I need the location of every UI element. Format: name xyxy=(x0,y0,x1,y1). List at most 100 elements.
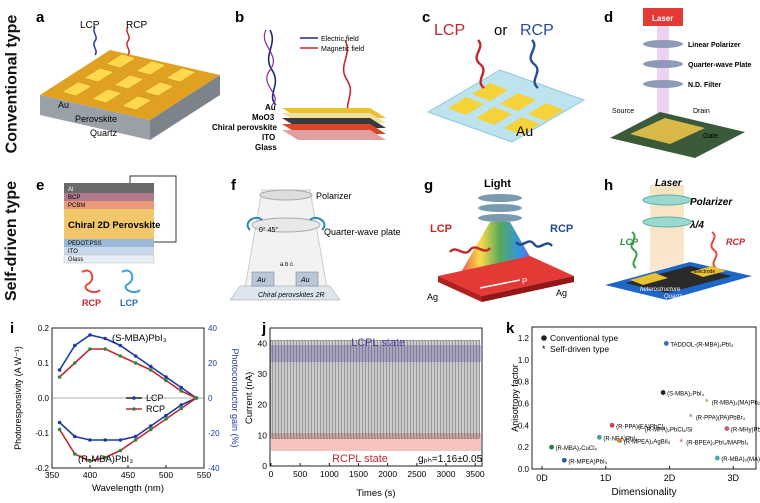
polarizer-h xyxy=(642,194,692,206)
label-p: P xyxy=(522,277,527,286)
data-point xyxy=(73,343,77,348)
layer-label-ito: ITO xyxy=(262,133,275,142)
lcp-spiral-e xyxy=(121,269,141,294)
label-polarizer-h: Polarizer xyxy=(690,197,733,208)
data-point xyxy=(103,438,107,442)
panel-letter-c: c xyxy=(422,9,430,26)
scatter-point: * xyxy=(705,397,709,408)
panel-e: e Al BCP PCBM Chiral 2D Perovskite PEDOT… xyxy=(36,175,177,308)
data-point xyxy=(179,385,183,390)
label-pedot: PEDOT:PSS xyxy=(68,241,102,247)
y-tick-label-right: 20 xyxy=(208,359,217,368)
y-tick-label-right: 40 xyxy=(208,324,217,333)
point-label: (R-MPEA)₂AgBiI₈ xyxy=(624,440,671,446)
layer-ito-e xyxy=(64,247,154,255)
data-point xyxy=(103,347,107,351)
label-rcp: RCP xyxy=(126,20,147,31)
x-tick-label: 3D xyxy=(727,473,739,483)
scatter-point xyxy=(596,434,602,440)
scatter-point: * xyxy=(689,413,693,424)
legend-electric: Electric field xyxy=(321,36,359,43)
panel-h: h Laser Polarizer λ/4 LCP RCP Electrode … xyxy=(604,177,752,300)
y-tick-label-left: 0.2 xyxy=(38,324,50,333)
label-r-mba: (R-MBA)PbI₃ xyxy=(78,454,133,465)
rcp-wave-g xyxy=(515,240,553,248)
label-glass-e: Glass xyxy=(68,257,83,263)
label-au1-f: Au xyxy=(256,277,266,284)
panel-d: d Laser Linear Polarizer Quarter-wave Pl… xyxy=(604,8,752,158)
point-label: (R-MHy)PbBr₃ xyxy=(731,428,760,434)
point-label: (R-PPA)(EA)PbCl₄ xyxy=(616,424,666,430)
quarter-plate-h xyxy=(642,216,692,228)
scatter-point: * xyxy=(679,438,683,449)
scatter-point xyxy=(660,390,666,395)
row-label-self-driven: Self-driven type xyxy=(3,180,20,302)
data-point xyxy=(118,343,123,348)
y-ticks-k: 0.00.20.40.60.81.01.2 xyxy=(518,334,530,474)
label-laser-d: Laser xyxy=(652,14,673,23)
scatter-point: * xyxy=(638,425,642,436)
legend-magnetic: Magnetic field xyxy=(321,46,364,53)
layer-label-au: Au xyxy=(265,103,276,112)
label-rcp-g: RCP xyxy=(550,223,573,235)
layer-al xyxy=(64,183,154,193)
layer-glass-e xyxy=(63,254,155,264)
y-axis-label-right-i: Photoconductor gain (%) xyxy=(230,348,240,447)
label-hetero: heterostructure xyxy=(640,287,681,293)
label-or: or xyxy=(494,22,507,39)
au-pad-grid xyxy=(61,53,197,111)
label-bcp: BCP xyxy=(68,195,80,201)
label-quarter-h: λ/4 xyxy=(689,220,704,231)
x-tick-label: 2D xyxy=(664,473,676,483)
panel-letter-h: h xyxy=(604,177,613,194)
label-polarizer-f: Polarizer xyxy=(316,191,352,201)
y-tick-label: 0.0 xyxy=(518,465,530,474)
data-point xyxy=(88,333,92,337)
point-label: (R-PPA)(PA)PbBr₄ xyxy=(696,416,746,422)
legend-rcp-marker xyxy=(132,407,136,411)
rcp-spiral-e xyxy=(81,269,101,294)
data-point xyxy=(103,336,107,341)
data-point xyxy=(194,396,199,400)
device-front-g xyxy=(438,276,482,302)
label-quartz-h: Quartz xyxy=(664,294,682,300)
label-light: Light xyxy=(484,178,511,190)
scatter-point xyxy=(609,422,615,428)
data-point xyxy=(103,455,107,460)
label-laser-h: Laser xyxy=(655,178,683,189)
data-point xyxy=(133,361,138,365)
plot-frame-k xyxy=(531,326,757,470)
data-point xyxy=(88,347,92,351)
beam-d xyxy=(657,26,669,130)
y-tick-label-right: 0 xyxy=(208,394,213,403)
legend-lcp: LCP xyxy=(146,393,164,403)
layer-label-glass: Glass xyxy=(255,143,277,152)
label-lcp-h: LCP xyxy=(620,237,639,247)
label-au2-f: Au xyxy=(300,277,310,284)
data-point xyxy=(73,452,77,456)
scatter-point xyxy=(663,340,669,346)
lcp-wave-c xyxy=(475,39,485,89)
label-ag2-g: Ag xyxy=(556,288,567,298)
quartz-side xyxy=(150,75,220,140)
label-au: Au xyxy=(58,100,69,110)
polarizer-f xyxy=(259,189,313,201)
x-tick-label: 1000 xyxy=(320,469,339,479)
au-pad-right-f xyxy=(295,271,319,287)
legend-conventional: Conventional type xyxy=(550,333,618,343)
y-tick-label: 0.8 xyxy=(518,378,530,387)
panel-letter-g: g xyxy=(424,177,433,194)
x-axis-label-k: Dimensionality xyxy=(611,487,676,498)
y-tick-label-left: -0.2 xyxy=(35,464,49,473)
points-group-k: TADDOL-(R-MBA)₂PbI₄(S-MBA)₂PbI₄*(R-MBA)₂… xyxy=(549,340,760,465)
label-source: Source xyxy=(612,108,634,115)
label-linear-polarizer: Linear Polarizer xyxy=(688,42,741,49)
x-tick-label: 3500 xyxy=(466,469,485,479)
data-point xyxy=(57,420,62,425)
y-tick-label: 20 xyxy=(258,400,268,410)
lcp-wave-g xyxy=(449,246,491,254)
layer-bcp xyxy=(64,193,154,201)
